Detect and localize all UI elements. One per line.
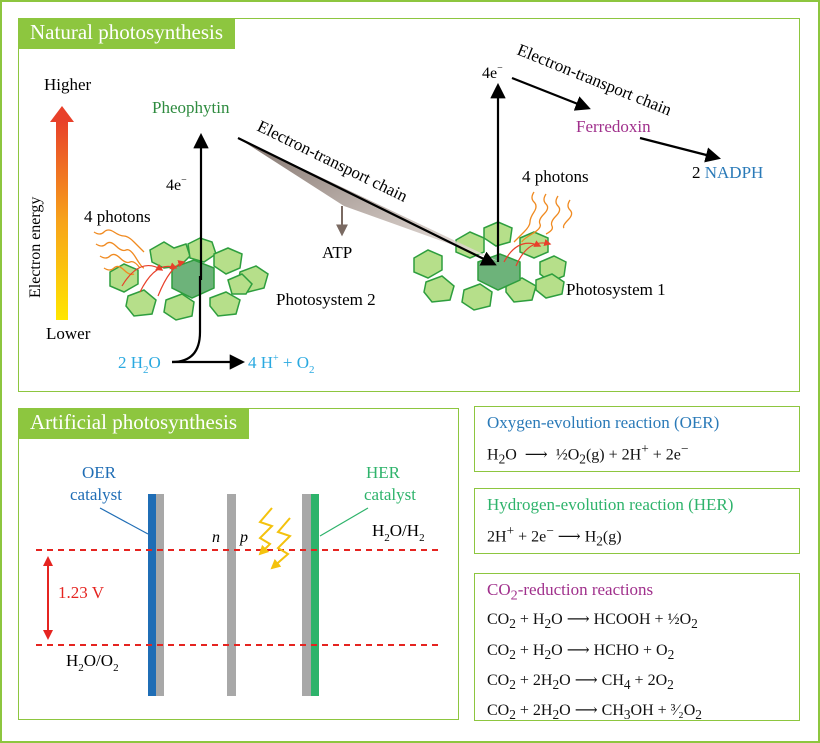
photons-left-label: 4 photons [84,207,151,226]
to-ferredoxin-arrow [511,76,591,111]
etc-wedge [238,138,500,262]
n-semiconductor-bar [227,494,236,696]
products-label: 4 H+ + O2 [248,353,315,376]
oer-catalyst-label-2: catalyst [70,485,122,504]
photon-wave-2 [270,517,292,570]
photons-left-waves [93,229,145,276]
her-title: Hydrogen-evolution reaction (HER) [487,495,734,514]
her-box: Hydrogen-evolution reaction (HER) 2H+ + … [474,488,800,554]
oer-electrode-bar [156,494,164,696]
co2-reaction-1: CO2 + H2O ⟶ HCOOH + ½O2 [487,611,698,632]
energy-higher-label: Higher [44,75,92,94]
ps1-label: Photosystem 1 [566,280,666,299]
co2-box: CO2-reduction reactions CO2 + H2O ⟶ HCOO… [474,573,800,722]
photons-left-arcs [121,260,186,297]
ps2-label: Photosystem 2 [276,290,376,309]
co2-reaction-4: CO2 + 2H2O ⟶ CH3OH + ³⁄₂O2 [487,701,702,723]
oer-catalyst-bar [148,494,156,696]
pheophytin-to-ps1-arrow [237,137,497,266]
artificial-panel: Artificial photosynthesis [18,408,459,720]
energy-arrow-head [50,106,74,122]
artificial-diagram: 1.23 V OER catalyst HER catalyst n p H2O… [36,463,442,696]
natural-panel: Natural photosynthesis [18,18,800,392]
energy-axis-label: Electron energy [27,197,44,298]
photosystem-2-cluster [109,237,269,321]
atp-label: ATP [322,243,352,262]
photons-right-label: 4 photons [522,167,589,186]
oer-title: Oxygen-evolution reaction (OER) [487,413,720,432]
co2-reaction-2: CO2 + H2O ⟶ HCHO + O2 [487,641,675,662]
natural-diagram: Higher Electron energy Lower 4 photons P… [27,40,763,376]
p-semiconductor-bar [302,494,311,696]
h2o-o2-label: H2O/O2 [66,651,119,674]
photons-right-waves [513,191,573,243]
etc-right-label: Electron-transport chain [515,40,675,120]
oer-box: Oxygen-evolution reaction (OER) H2O ⟶ ½O… [474,406,800,472]
oer-catalyst-label-1: OER [82,463,117,482]
her-catalyst-pointer [319,507,369,537]
water-label: 2 H2O [118,353,161,376]
artificial-tab: Artificial photosynthesis [18,408,250,439]
her-catalyst-label-2: catalyst [364,485,416,504]
energy-lower-label: Lower [46,324,91,343]
photon-wave-1 [258,507,274,556]
to-nadph-arrow [639,136,721,163]
h2o-h2-label: H2O/H2 [372,521,425,544]
oer-catalyst-pointer [99,507,149,535]
nadph-label: 2 NADPH [692,163,763,182]
four-e-right-label: 4e− [482,63,503,82]
her-equation: 2H+ + 2e− ⟶ H2(g) [487,523,622,549]
n-label: n [212,529,220,546]
voltage-label: 1.23 V [58,583,105,602]
ferredoxin-label: Ferredoxin [576,117,651,136]
p-label: p [239,529,248,546]
oer-equation: H2O ⟶ ½O2(g) + 2H+ + 2e− [487,441,689,467]
four-e-left-label: 4e− [166,175,187,194]
her-catalyst-bar [311,494,319,696]
her-catalyst-label-1: HER [366,463,401,482]
natural-tab: Natural photosynthesis [18,18,236,49]
pheophytin-label: Pheophytin [152,98,230,117]
co2-reaction-3: CO2 + 2H2O ⟶ CH4 + 2O2 [487,671,674,692]
photons-right-arcs [503,239,552,267]
energy-gradient-bar [56,120,68,320]
co2-title: CO2-reduction reactions [487,580,654,604]
